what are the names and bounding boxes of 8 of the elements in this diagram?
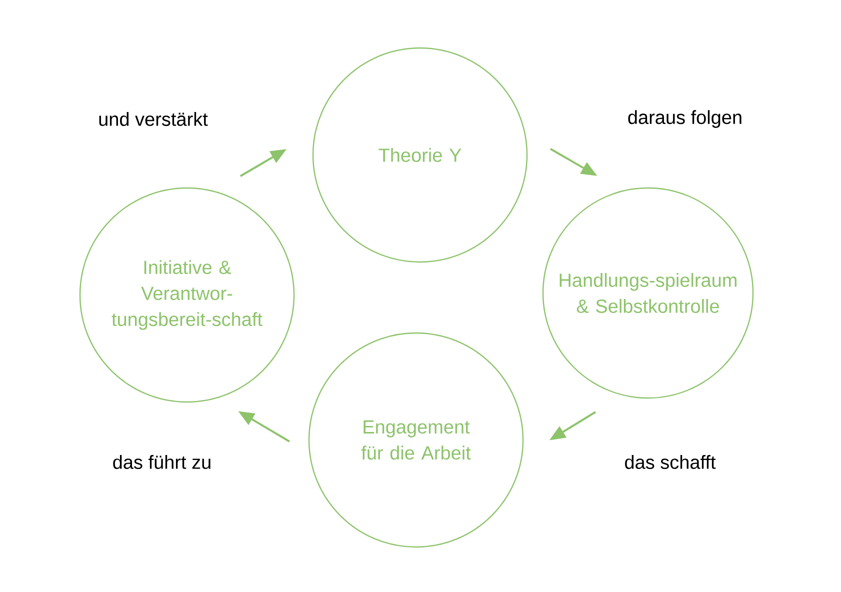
edge-label: daraus folgen [628,110,742,128]
edge-label: und verstärkt [99,112,208,126]
circle-node: Engagement für die Arbeit [308,332,524,548]
edge-label: das führt zu [113,455,210,469]
edge-label: das schafft [625,455,716,469]
circle-node: Theorie Y [312,47,528,263]
circle-node: Handlungs-spielraum & Selbstkontrolle [542,187,754,399]
circle-node: Initiative & Verantwor-tungsbereit-schaft [79,187,295,403]
